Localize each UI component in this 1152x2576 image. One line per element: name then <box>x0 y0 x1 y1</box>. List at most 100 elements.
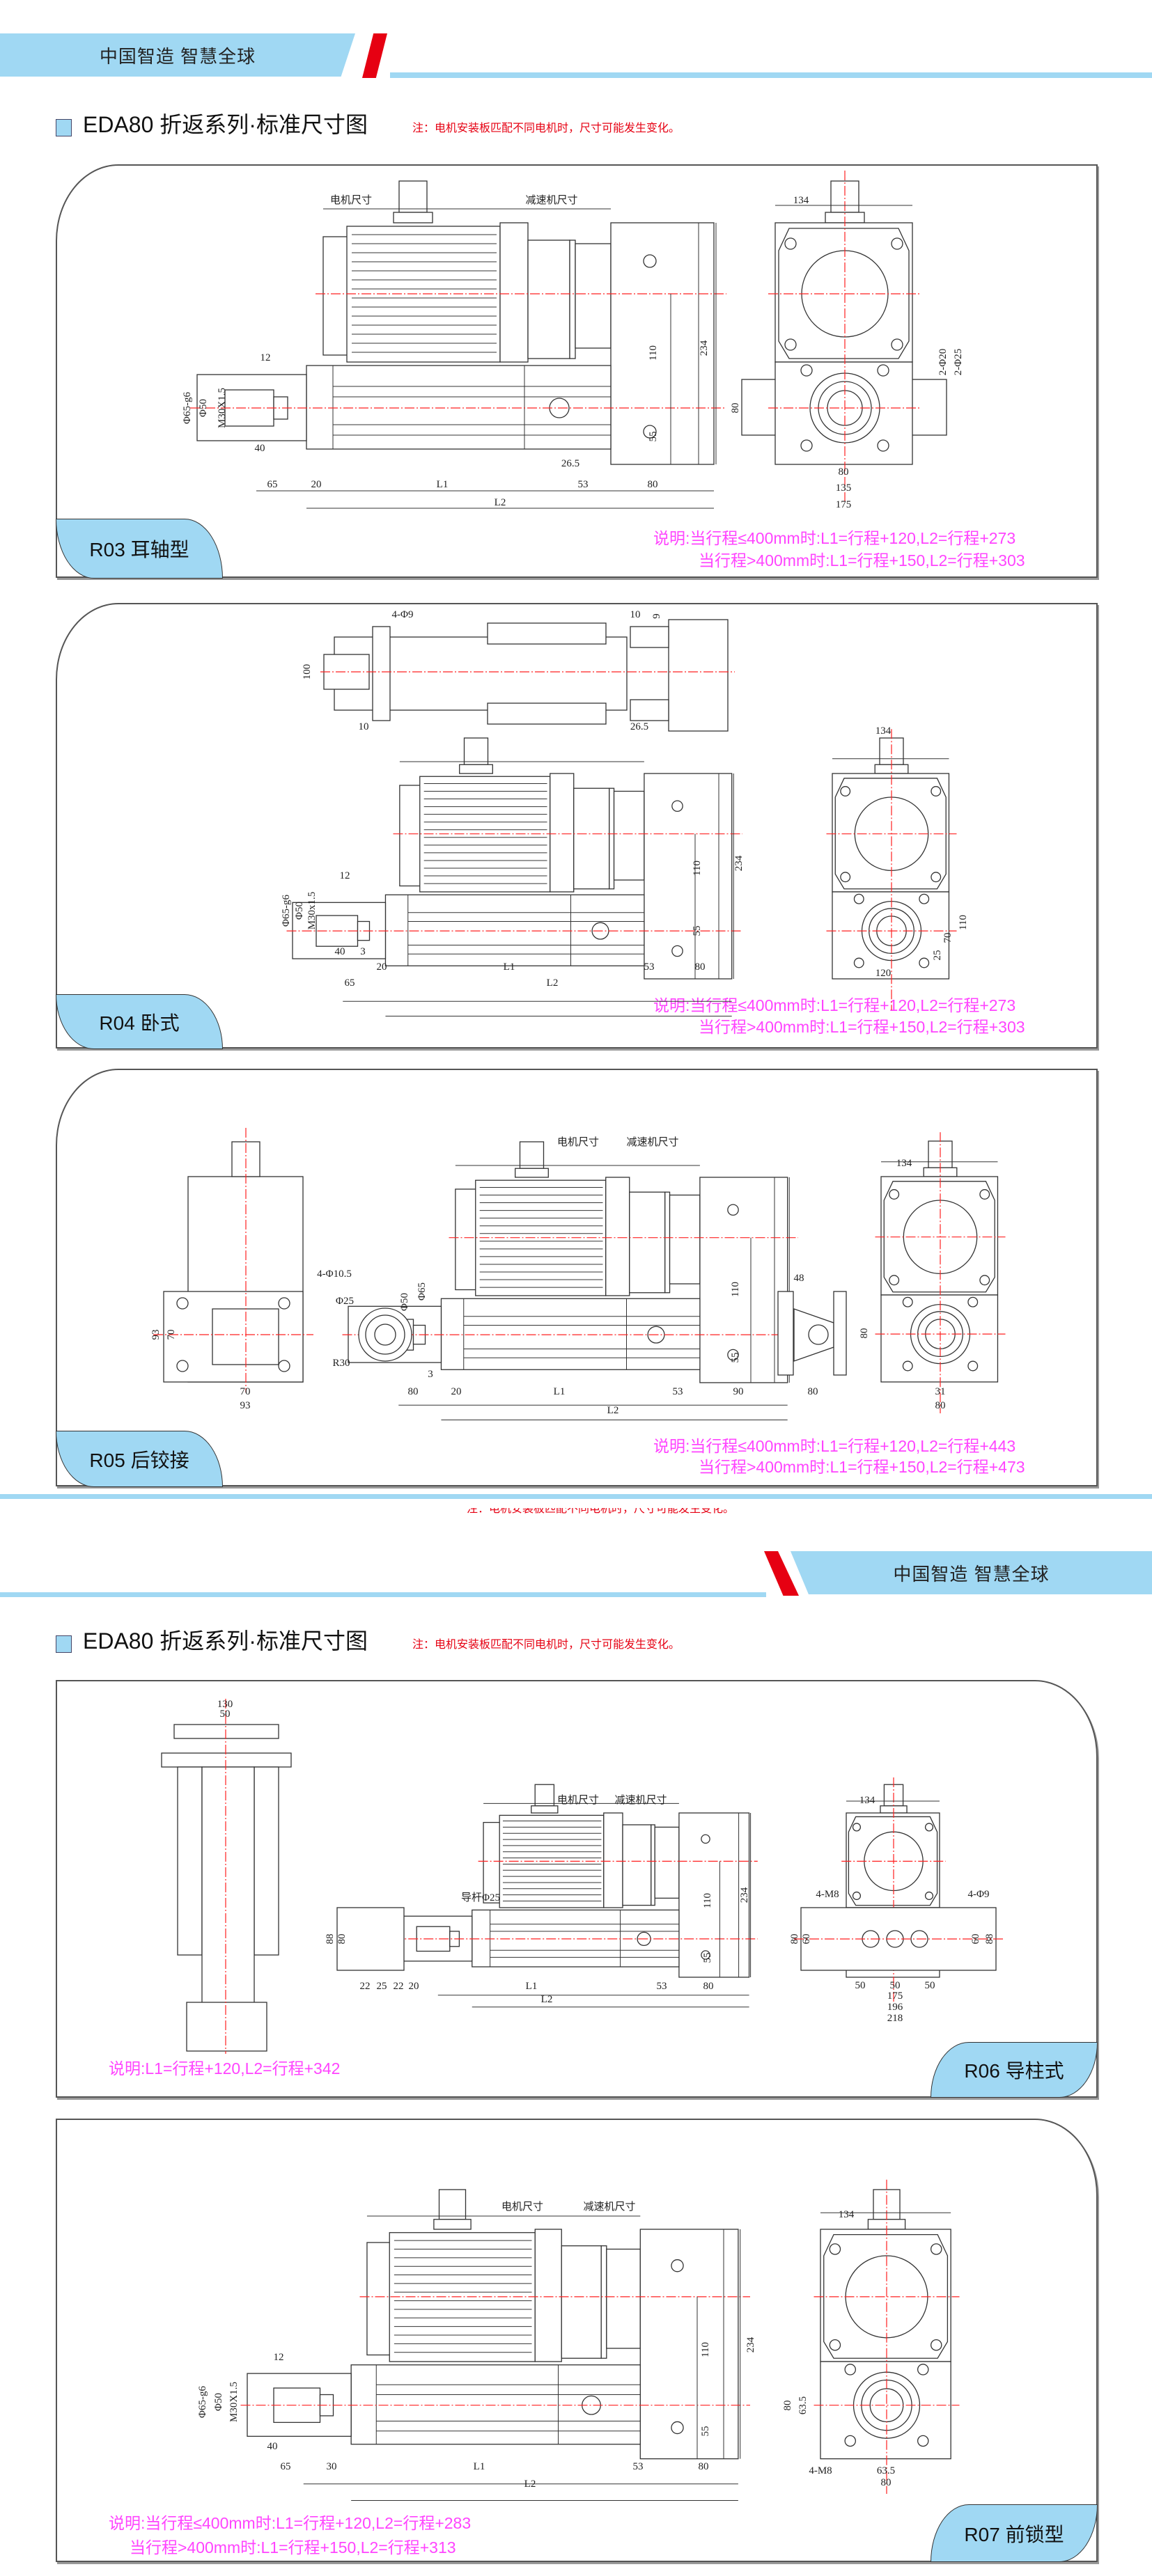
dimension-label: 175 <box>887 1990 903 2002</box>
dimension-label: 88 <box>325 1934 336 1945</box>
dimension-label: 4-M8 <box>816 1889 839 1900</box>
section-title-text: EDA80 折返系列·标准尺寸图 <box>83 112 368 137</box>
bolt-icon <box>919 893 930 904</box>
dimension-label: 2-Φ25 <box>953 349 964 375</box>
dimension-label: 10 <box>630 609 641 620</box>
dimension-label: 50 <box>890 1980 901 1991</box>
dimension-label: 65 <box>345 977 355 989</box>
bolt-icon <box>840 872 851 883</box>
end-plate <box>644 773 733 980</box>
bolt-icon <box>852 1823 862 1832</box>
motor-flange <box>534 2229 562 2362</box>
motor-connector <box>398 180 428 213</box>
dimension-label: 134 <box>896 1158 912 1169</box>
dimension-label: L1 <box>554 1386 566 1397</box>
bolt-icon <box>924 1823 934 1832</box>
dimension-label: Φ50 <box>294 902 305 920</box>
dimension-label: 20 <box>311 479 322 490</box>
bolt-icon <box>829 2339 841 2351</box>
dimension-label: 134 <box>875 725 892 737</box>
dimension-label: 135 <box>836 482 852 494</box>
reducer-ring <box>600 2245 607 2359</box>
dimension-label: 80 <box>730 403 741 414</box>
screw-icon <box>701 1950 710 1960</box>
dimension-label: 50 <box>220 1709 231 1720</box>
dimension-label: Φ50 <box>198 399 209 417</box>
dimension-label: 80 <box>695 961 706 973</box>
dimension-label: 100 <box>302 664 313 680</box>
title-square-icon <box>56 1635 72 1653</box>
dimension-label: 50 <box>855 1980 866 1991</box>
bolt-icon <box>853 893 864 904</box>
dimension-label: L1 <box>504 961 515 973</box>
bolt-icon <box>800 364 813 377</box>
dimension-label: 234 <box>699 340 710 356</box>
bolt-icon <box>919 957 930 968</box>
motor-connector <box>519 1141 545 1169</box>
reducer <box>527 239 570 359</box>
dimension-label: 65 <box>281 2461 291 2472</box>
dimension-label: 80 <box>782 2401 793 2411</box>
dimension-label: 55 <box>648 432 659 442</box>
dimension-label: L1 <box>526 1981 538 1992</box>
dimension-label: 减速机尺寸 <box>626 1136 678 1148</box>
dimension-label: 93 <box>150 1330 162 1340</box>
screw-icon <box>727 1349 739 1361</box>
dimension-label: 3 <box>360 946 366 957</box>
dimension-label: M30X1.5 <box>228 2382 240 2422</box>
rod-eye <box>374 1324 396 1346</box>
motor-connector <box>534 1784 555 1807</box>
dimension-label: 80 <box>789 1934 800 1945</box>
connector-base <box>531 1805 559 1814</box>
motor-connector <box>463 737 489 765</box>
dimension-label: 134 <box>793 195 809 206</box>
dimension-label: 80 <box>839 466 849 478</box>
clevis-plate <box>833 1291 847 1376</box>
header-rule-2 <box>0 1592 766 1597</box>
note-r04-1: 说明:当行程≤400mm时:L1=行程+120,L2=行程+273 <box>653 996 1016 1014</box>
dimension-label: 234 <box>745 2337 756 2353</box>
dimension-label: 80 <box>699 2461 709 2472</box>
connector-base <box>393 212 433 223</box>
screw-icon <box>727 1204 739 1216</box>
dimension-label: 110 <box>700 2342 711 2357</box>
reducer <box>622 1824 652 1906</box>
dimension-label: 40 <box>267 2441 278 2452</box>
dimension-label: 70 <box>942 933 953 943</box>
dimension-label: R30 <box>332 1358 350 1369</box>
motor-flange <box>499 222 529 363</box>
top-view-rod-end <box>323 654 370 690</box>
bolt-icon <box>800 439 813 452</box>
dimension-label: Φ65-g6 <box>197 2386 208 2418</box>
motor-flange <box>603 1812 623 1908</box>
dimension-label: 80 <box>336 1934 348 1945</box>
reducer <box>573 787 610 890</box>
bolt-icon <box>176 1297 189 1310</box>
dimension-label: 70 <box>166 1330 177 1340</box>
connector-base <box>459 764 493 774</box>
section-note: 注：电机安装板匹配不同电机时，尺寸可能发生变化。 <box>412 123 680 134</box>
ghost-note-cutoff: 注：电机安装板匹配不同电机时，尺寸可能发生变化。 <box>467 1508 735 1515</box>
connector-base <box>515 1168 549 1178</box>
slogan-banner-top: 中国智造 智慧全球 <box>0 33 355 77</box>
dimension-label: 53 <box>673 1386 683 1397</box>
dimension-label: 80 <box>935 1400 946 1411</box>
bolt-icon <box>784 338 797 351</box>
bolt-icon <box>924 1891 934 1901</box>
dimension-label: 53 <box>578 479 589 490</box>
trunnion-ear <box>630 626 669 648</box>
trunnion-ear <box>630 699 669 721</box>
bolt-icon <box>853 957 864 968</box>
dimension-label: Φ50 <box>399 1293 410 1311</box>
model-label-text: R04 卧式 <box>99 1012 180 1034</box>
dimension-label: 53 <box>633 2461 644 2472</box>
dimension-label: 12 <box>274 2352 284 2363</box>
dimension-label: 26.5 <box>561 458 579 469</box>
guide-tube <box>201 1766 255 2004</box>
header-rule <box>390 72 1152 78</box>
dimension-label: 25 <box>377 1981 387 1992</box>
bolt-icon <box>889 1275 900 1286</box>
model-label-r04: R04 卧式 <box>56 994 223 1049</box>
screw-icon <box>671 800 683 812</box>
reducer-ring <box>651 1824 655 1906</box>
